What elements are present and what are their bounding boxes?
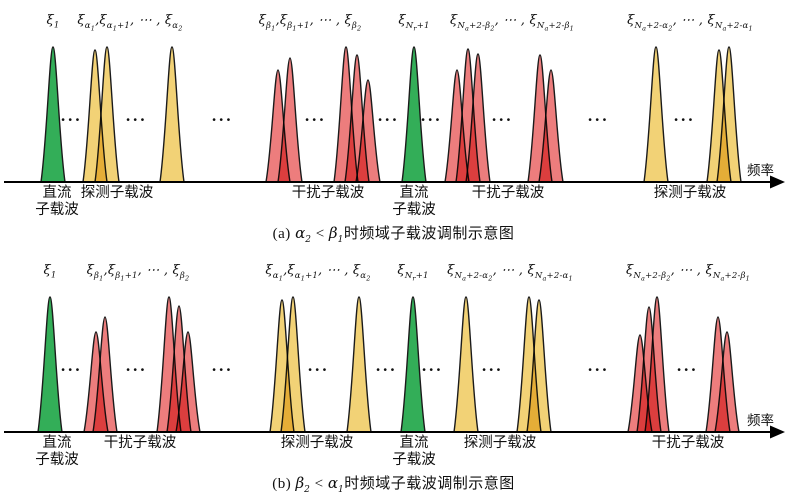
ellipsis-dots: ··· [125, 110, 147, 129]
probe-subcarrier-peak [159, 46, 185, 183]
probe-subcarrier-peak [526, 299, 552, 433]
ellipsis-dots: ··· [60, 360, 82, 379]
ellipsis-dots: ··· [676, 360, 698, 379]
ellipsis-dots: ··· [377, 110, 399, 129]
subcarrier-index-label: ξβ1,ξβ1+1, ⋯ , ξβ2 [86, 263, 190, 283]
subcarrier-index-label: ξNa+2-α2, ⋯ , ξNa+2-α1 [627, 13, 753, 33]
subcarrier-index-label: ξNa+2-β2, ⋯ , ξNa+2-β1 [625, 263, 751, 283]
subcarrier-index-label: ξα1,ξα1+1, ⋯ , ξα2 [77, 13, 183, 33]
ellipsis-dots: ··· [491, 110, 513, 129]
subcarrier-group-label: 干扰子载波 [291, 185, 365, 201]
ellipsis-dots: ··· [211, 110, 233, 129]
probe-subcarrier-peak [94, 46, 120, 183]
dc-subcarrier-peak [40, 46, 66, 183]
ellipsis-dots: ··· [307, 360, 329, 379]
jam-subcarrier-peak [465, 53, 491, 183]
jam-subcarrier-peak [714, 331, 740, 433]
subcarrier-index-label: ξNr+1 [398, 13, 430, 33]
dc-subcarrier-peak [400, 296, 426, 433]
panel-b: ··· ··· ··· ··· ··· ··· ··· ··· ··· ξ1 ξβ1,ξβ1+1, … [0, 250, 787, 500]
subcarrier-group-label: 探测子载波 [80, 185, 154, 201]
subcarrier-group-label: 直流子载波 [35, 435, 79, 468]
panel-b-caption: (b) β2 < α1时频域子载波调制示意图 [272, 474, 515, 495]
subcarrier-group-label: 探测子载波 [463, 435, 537, 451]
ellipsis-dots: ··· [481, 360, 503, 379]
ellipsis-dots: ··· [304, 110, 326, 129]
ellipsis-dots: ··· [587, 110, 609, 129]
panel-a: ··· ··· ··· ··· ··· ··· ··· ··· ··· ξ1 ξα1,ξα1+1, … [4, 13, 785, 245]
subcarrier-index-label: ξNa+2-β2, ⋯ , ξNa+2-β1 [449, 13, 575, 33]
subcarrier-group-label: 探测子载波 [653, 185, 727, 201]
subcarrier-index-label: ξα1,ξα1+1, ⋯ , ξα2 [265, 263, 371, 283]
panel-a-caption: (a) α2 < β1时频域子载波调制示意图 [272, 224, 515, 245]
ellipsis-dots: ··· [673, 110, 695, 129]
jam-subcarrier-peak [175, 331, 201, 433]
jam-subcarrier-peak [355, 79, 381, 183]
subcarrier-group-label: 干扰子载波 [651, 435, 725, 451]
subcarrier-group-label: 干扰子载波 [471, 185, 545, 201]
subcarrier-index-label: ξ1 [43, 263, 57, 281]
dc-subcarrier-peak [37, 296, 63, 433]
probe-subcarrier-peak [453, 296, 479, 433]
probe-subcarrier-peak [643, 46, 669, 183]
jam-subcarrier-peak [538, 69, 564, 183]
probe-subcarrier-peak [280, 296, 306, 433]
panel-a-svg: ··· ··· ··· ··· ··· ··· ··· ··· ··· [4, 46, 785, 189]
panel-b-svg: ··· ··· ··· ··· ··· ··· ··· ··· ··· [4, 296, 785, 439]
probe-subcarrier-peak [716, 46, 742, 183]
subcarrier-group-label: 干扰子载波 [103, 435, 177, 451]
ellipsis-dots: ··· [375, 360, 397, 379]
axis-arrowhead-icon [770, 425, 785, 439]
jam-subcarrier-peak [92, 316, 118, 433]
probe-subcarrier-peak [346, 296, 372, 433]
subcarrier-index-label: ξ1 [46, 13, 60, 31]
ellipsis-dots: ··· [420, 110, 442, 129]
ellipsis-dots: ··· [211, 360, 233, 379]
ellipsis-dots: ··· [587, 360, 609, 379]
subcarrier-index-label: ξNr+1 [397, 263, 429, 283]
subcarrier-index-label: ξβ1,ξβ1+1, ⋯ , ξβ2 [258, 13, 362, 33]
jam-subcarrier-peak [644, 296, 670, 433]
subcarrier-group-label: 直流子载波 [392, 185, 436, 218]
subcarrier-group-label: 直流子载波 [392, 435, 436, 468]
ellipsis-dots: ··· [125, 360, 147, 379]
dc-subcarrier-peak [401, 46, 427, 183]
subcarrier-index-label: ξNa+2-α2, ⋯ , ξNa+2-α1 [447, 263, 573, 283]
ellipsis-dots: ··· [421, 360, 443, 379]
subcarrier-group-label: 直流子载波 [35, 185, 79, 218]
jam-subcarrier-peak [277, 57, 303, 183]
frequency-axis-label: 频率 [747, 413, 774, 428]
ellipsis-dots: ··· [60, 110, 82, 129]
axis-arrowhead-icon [770, 175, 785, 189]
subcarrier-group-label: 探测子载波 [280, 435, 354, 451]
frequency-axis-label: 频率 [747, 163, 774, 178]
